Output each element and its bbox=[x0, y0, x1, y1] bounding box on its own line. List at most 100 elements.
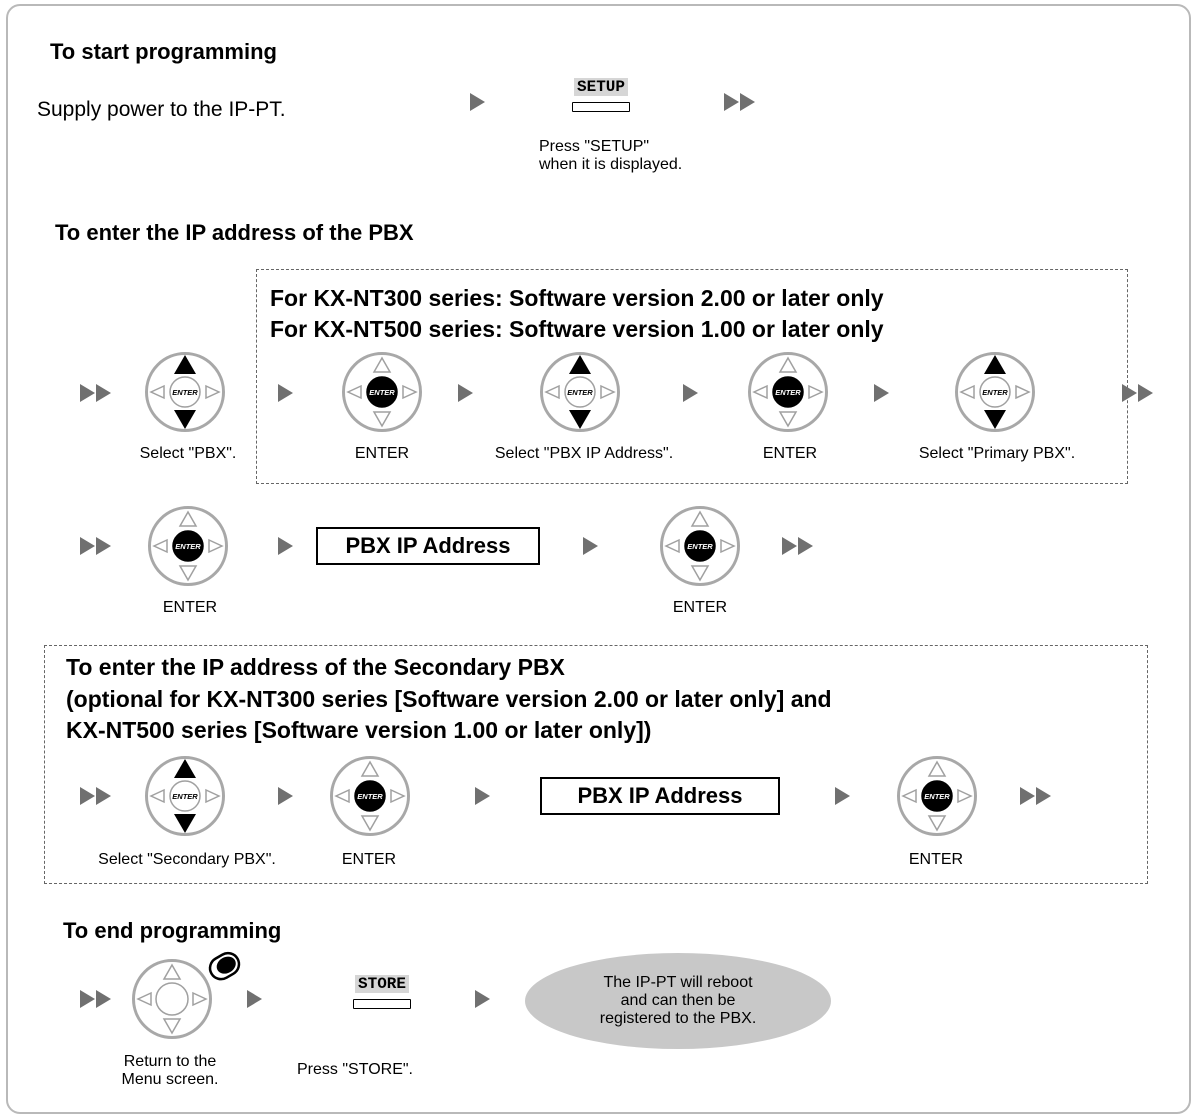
nav-up-arrow-icon bbox=[927, 760, 947, 777]
nav-right-arrow-icon bbox=[957, 788, 973, 804]
arrow-icon bbox=[278, 537, 293, 555]
cancel-key-icon[interactable] bbox=[208, 950, 242, 984]
result-line3: registered to the PBX. bbox=[599, 1010, 757, 1027]
nav-right-arrow-icon bbox=[208, 538, 224, 554]
nav-up-arrow-icon bbox=[360, 760, 380, 777]
pbx-ip-heading: To enter the IP address of the PBX bbox=[55, 220, 414, 245]
enter-key-label: ENTER bbox=[357, 792, 383, 801]
nav-up-arrow-icon bbox=[778, 356, 798, 373]
setup-soft-key[interactable] bbox=[572, 102, 630, 112]
version-note-box bbox=[256, 269, 1128, 484]
enter-key-label: ENTER bbox=[982, 388, 1008, 397]
nav-right-arrow-icon bbox=[402, 384, 418, 400]
nav-right-arrow-icon bbox=[205, 788, 221, 804]
nav-up-arrow-icon bbox=[174, 355, 196, 374]
secondary-heading-line3: KX-NT500 series [Software version 1.00 o… bbox=[66, 717, 652, 743]
enter-key-label: ENTER bbox=[567, 388, 593, 397]
arrow-icon bbox=[458, 384, 473, 402]
nav-right-arrow-icon bbox=[205, 384, 221, 400]
nav-down-arrow-icon bbox=[372, 411, 392, 428]
nav-down-arrow-icon bbox=[569, 410, 591, 429]
arrow-icon bbox=[278, 787, 293, 805]
double-arrow-icon bbox=[80, 787, 111, 805]
nav-down-arrow-icon bbox=[690, 565, 710, 582]
nav-left-arrow-icon bbox=[149, 384, 165, 400]
nav-up-arrow-icon bbox=[372, 356, 392, 373]
supply-power-text: Supply power to the IP-PT. bbox=[37, 98, 286, 121]
caption-select-pbx-ip-address: Select "PBX IP Address". bbox=[494, 445, 674, 462]
enter-key-label: ENTER bbox=[369, 388, 395, 397]
caption-enter: ENTER bbox=[162, 599, 218, 616]
caption-enter: ENTER bbox=[762, 445, 818, 462]
nav-right-arrow-icon bbox=[1015, 384, 1031, 400]
nav-down-arrow-icon bbox=[927, 815, 947, 832]
navigator-key-enter[interactable]: ENTER bbox=[895, 754, 979, 838]
caption-select-primary-pbx: Select "Primary PBX". bbox=[918, 445, 1076, 462]
caption-enter: ENTER bbox=[341, 851, 397, 868]
navigator-key-enter[interactable]: ENTER bbox=[658, 504, 742, 588]
store-soft-key-label: STORE bbox=[354, 975, 410, 993]
arrow-icon bbox=[835, 787, 850, 805]
nav-left-arrow-icon bbox=[334, 788, 350, 804]
nav-down-arrow-icon bbox=[984, 410, 1006, 429]
arrow-icon bbox=[247, 990, 262, 1008]
version-note-nt500: For KX-NT500 series: Software version 1.… bbox=[270, 316, 884, 342]
double-arrow-icon bbox=[80, 384, 111, 402]
return-caption-line1: Return to the bbox=[123, 1053, 217, 1070]
enter-key-label: ENTER bbox=[924, 792, 950, 801]
double-arrow-icon bbox=[80, 537, 111, 555]
result-line2: and can then be bbox=[620, 992, 736, 1009]
version-note-nt300: For KX-NT300 series: Software version 2.… bbox=[270, 285, 884, 311]
nav-left-arrow-icon bbox=[752, 384, 768, 400]
store-caption: Press "STORE". bbox=[297, 1061, 413, 1078]
nav-left-arrow-icon bbox=[149, 788, 165, 804]
nav-left-arrow-icon bbox=[959, 384, 975, 400]
nav-down-arrow-icon bbox=[778, 411, 798, 428]
navigator-key-enter[interactable]: ENTER bbox=[340, 350, 424, 434]
enter-key-label: ENTER bbox=[175, 542, 201, 551]
double-arrow-icon bbox=[724, 93, 755, 111]
double-arrow-icon bbox=[80, 990, 111, 1008]
double-arrow-icon bbox=[782, 537, 813, 555]
nav-down-arrow-icon bbox=[174, 410, 196, 429]
enter-key-label: ENTER bbox=[172, 388, 198, 397]
enter-key-label: ENTER bbox=[172, 792, 198, 801]
navigator-key-enter[interactable]: ENTER bbox=[146, 504, 230, 588]
secondary-heading-line2: (optional for KX-NT300 series [Software … bbox=[66, 686, 832, 712]
result-bubble: The IP-PT will reboot and can then be re… bbox=[525, 953, 831, 1049]
return-caption-line2: Menu screen. bbox=[121, 1071, 219, 1088]
arrow-icon bbox=[583, 537, 598, 555]
navigator-key-up-down[interactable]: ENTER bbox=[143, 754, 227, 838]
nav-right-arrow-icon bbox=[390, 788, 406, 804]
nav-up-arrow-icon bbox=[690, 510, 710, 527]
setup-caption-line2: when it is displayed. bbox=[539, 156, 683, 173]
nav-left-arrow-icon bbox=[664, 538, 680, 554]
navigator-key-up-down[interactable]: ENTER bbox=[953, 350, 1037, 434]
enter-key-label: ENTER bbox=[775, 388, 801, 397]
navigator-key-enter[interactable]: ENTER bbox=[746, 350, 830, 434]
navigator-key-up-down[interactable]: ENTER bbox=[143, 350, 227, 434]
arrow-icon bbox=[475, 990, 490, 1008]
nav-left-arrow-icon bbox=[152, 538, 168, 554]
navigator-key[interactable] bbox=[130, 957, 214, 1041]
caption-enter: ENTER bbox=[908, 851, 964, 868]
nav-up-arrow-icon bbox=[984, 355, 1006, 374]
nav-down-arrow-icon bbox=[162, 1018, 182, 1035]
nav-right-arrow-icon bbox=[720, 538, 736, 554]
end-heading: To end programming bbox=[63, 918, 282, 943]
nav-left-arrow-icon bbox=[544, 384, 560, 400]
result-line1: The IP-PT will reboot bbox=[603, 974, 753, 991]
double-arrow-icon bbox=[1020, 787, 1051, 805]
nav-down-arrow-icon bbox=[178, 565, 198, 582]
start-heading: To start programming bbox=[50, 39, 277, 64]
navigator-key-enter[interactable]: ENTER bbox=[328, 754, 412, 838]
navigator-key-up-down[interactable]: ENTER bbox=[538, 350, 622, 434]
double-arrow-icon bbox=[1122, 384, 1153, 402]
pbx-ip-address-display: PBX IP Address bbox=[316, 527, 540, 565]
nav-right-arrow-icon bbox=[192, 991, 208, 1007]
secondary-pbx-box bbox=[44, 645, 1148, 884]
secondary-pbx-ip-address-display: PBX IP Address bbox=[540, 777, 780, 815]
caption-select-secondary-pbx: Select "Secondary PBX". bbox=[98, 851, 276, 868]
caption-select-pbx: Select "PBX". bbox=[139, 445, 237, 462]
store-soft-key[interactable] bbox=[353, 999, 411, 1009]
